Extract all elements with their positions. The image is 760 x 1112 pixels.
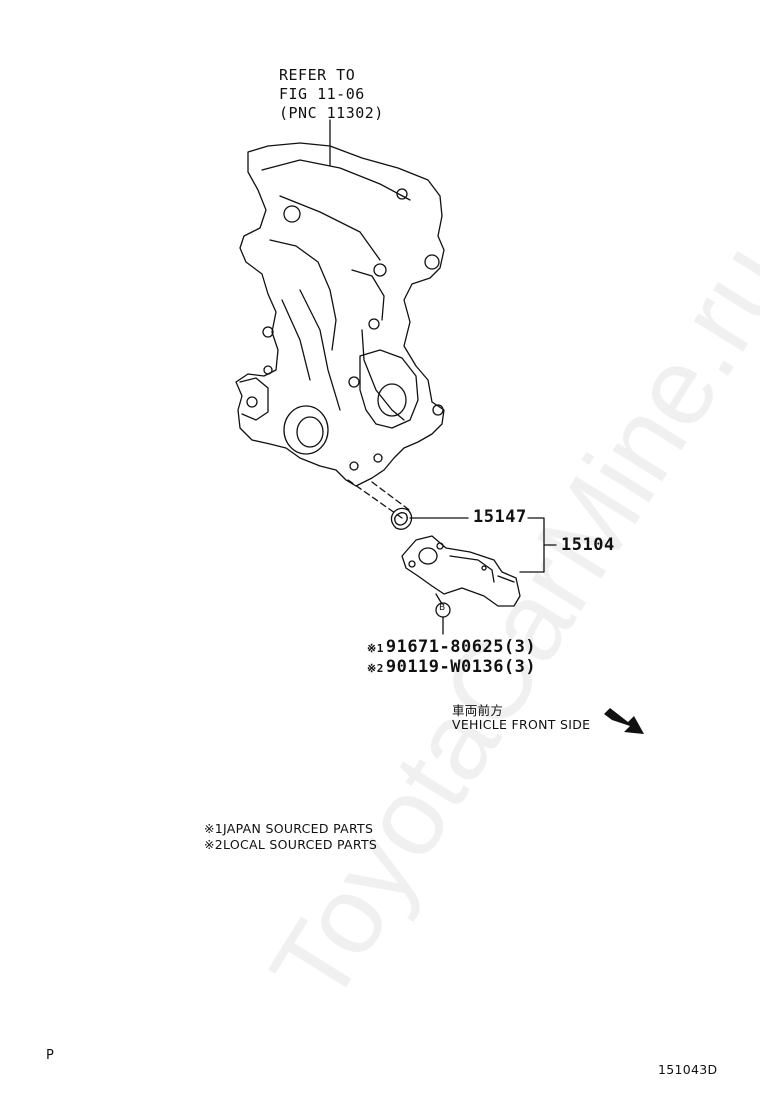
- boss-7: [432, 404, 444, 416]
- boss-11: [263, 365, 273, 375]
- corner-letter: P: [46, 1048, 55, 1063]
- boss-6: [348, 376, 360, 388]
- timing-cover-outline: [235, 142, 445, 487]
- part-number-15104[interactable]: 15104: [561, 535, 615, 555]
- front-direction-arrow: [604, 708, 644, 734]
- refer-label-line1: REFER TO: [279, 66, 356, 84]
- cover-rib-5: [281, 299, 311, 381]
- note-1-mark: ※1: [204, 821, 224, 836]
- crank-bore-outer: [283, 405, 329, 455]
- crank-bore-inner: [296, 416, 324, 448]
- boss-8: [373, 453, 383, 463]
- part-number-15147[interactable]: 15147: [473, 507, 527, 527]
- fastener-1-part: 91671-80625(3): [385, 637, 537, 657]
- assembly-line-1: [347, 479, 403, 519]
- note-1-text: JAPAN SOURCED PARTS: [223, 821, 374, 836]
- cover-rib-3: [269, 239, 337, 351]
- boss-5: [262, 326, 274, 338]
- fastener-2-part: 90119-W0136(3): [385, 657, 537, 677]
- refer-label-line2: FIG 11-06: [279, 85, 365, 103]
- side-ear-hole: [246, 396, 258, 408]
- figure-code: 151043D: [658, 1062, 718, 1077]
- assembly-line-2: [371, 481, 413, 513]
- oil-strainer-15104: [401, 535, 521, 607]
- note-2-mark: ※2: [204, 837, 224, 852]
- note-2: ※2LOCAL SOURCED PARTS: [204, 837, 377, 852]
- boss-10: [396, 188, 408, 200]
- bolt-b-leader-top: [435, 593, 443, 605]
- note-2-text: LOCAL SOURCED PARTS: [223, 837, 378, 852]
- cover-rib-7: [351, 269, 385, 321]
- fastener-1-mark: ※1: [367, 642, 384, 655]
- boss-9: [349, 461, 359, 471]
- side-ear: [239, 377, 269, 421]
- cover-rib-2: [279, 195, 381, 261]
- direction-english: VEHICLE FRONT SIDE: [452, 717, 591, 732]
- cover-rib-4: [299, 289, 341, 411]
- refer-label-line3: (PNC 11302): [279, 104, 384, 122]
- boss-3: [373, 263, 387, 277]
- note-1: ※1JAPAN SOURCED PARTS: [204, 821, 373, 836]
- gasket-15147: [390, 507, 413, 530]
- cover-rib-1: [261, 159, 411, 201]
- cover-rib-6: [361, 329, 405, 421]
- water-pump-bore: [377, 383, 407, 417]
- fastener-2-mark: ※2: [367, 662, 384, 675]
- direction-japanese: 車両前方: [452, 703, 504, 718]
- boss-1: [283, 205, 301, 223]
- boss-2: [424, 254, 440, 270]
- water-pump-housing: [359, 349, 419, 429]
- boss-4: [368, 318, 380, 330]
- bolt-b-letter: B: [439, 603, 446, 613]
